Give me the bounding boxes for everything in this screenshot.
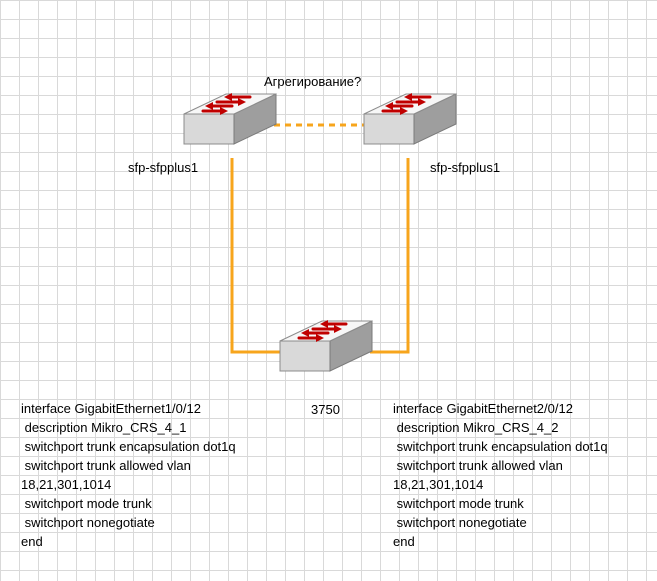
config-line: end xyxy=(393,534,415,549)
config-line: interface GigabitEthernet2/0/12 xyxy=(393,401,573,416)
config-line: switchport nonegotiate xyxy=(393,515,527,530)
config-line: switchport nonegotiate xyxy=(21,515,155,530)
config-right: interface GigabitEthernet2/0/12 descript… xyxy=(393,399,608,551)
config-line: description Mikro_CRS_4_2 xyxy=(393,420,559,435)
config-left: interface GigabitEthernet1/0/12 descript… xyxy=(21,399,236,551)
right-port-label: sfp-sfpplus1 xyxy=(430,160,501,175)
switch-3750-label: 3750 xyxy=(311,402,340,417)
config-line: 18,21,301,1014 xyxy=(21,477,112,492)
config-line: switchport trunk encapsulation dot1q xyxy=(21,439,236,454)
aggregation-label: Агрегирование? xyxy=(264,74,362,89)
config-line: switchport mode trunk xyxy=(21,496,152,511)
config-line: switchport trunk allowed vlan xyxy=(21,458,191,473)
uplink-left xyxy=(230,158,282,354)
switch-right[interactable] xyxy=(362,91,458,146)
config-line: interface GigabitEthernet1/0/12 xyxy=(21,401,201,416)
config-line: end xyxy=(21,534,43,549)
switch-3750[interactable] xyxy=(278,318,374,373)
config-line: description Mikro_CRS_4_1 xyxy=(21,420,187,435)
network-switch-icon xyxy=(362,91,458,146)
config-line: 18,21,301,1014 xyxy=(393,477,484,492)
network-switch-icon xyxy=(278,318,374,373)
config-line: switchport trunk encapsulation dot1q xyxy=(393,439,608,454)
left-port-label: sfp-sfpplus1 xyxy=(128,160,199,175)
uplink-right xyxy=(370,158,410,354)
network-switch-icon xyxy=(182,91,278,146)
config-line: switchport trunk allowed vlan xyxy=(393,458,563,473)
switch-left[interactable] xyxy=(182,91,278,146)
config-line: switchport mode trunk xyxy=(393,496,524,511)
